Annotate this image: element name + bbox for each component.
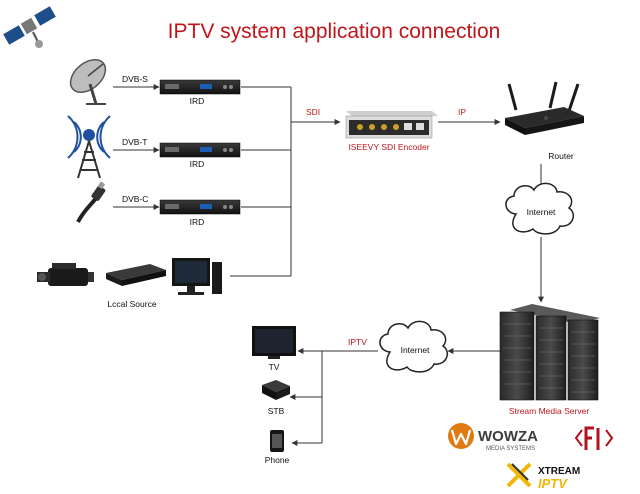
phone-icon xyxy=(270,430,284,452)
video-camera-icon xyxy=(37,263,94,286)
internet-cloud-lower xyxy=(379,320,449,373)
sdi-label: SDI xyxy=(306,107,320,117)
ird-unit-2 xyxy=(159,142,241,158)
phone-label: Phone xyxy=(265,455,290,465)
stream-media-server xyxy=(499,304,600,401)
encoder-label: ISEEVY SDI Encoder xyxy=(348,142,429,152)
sdi-encoder-device xyxy=(345,111,438,139)
ird-unit-1 xyxy=(159,79,241,95)
satellite-dish-icon xyxy=(69,58,107,105)
set-top-box-icon xyxy=(262,380,290,400)
computer-monitor-icon xyxy=(172,258,222,295)
sdi-bus xyxy=(230,86,341,277)
page-title: IPTV system application connection xyxy=(168,20,501,43)
ird-label-2: IRD xyxy=(190,159,205,169)
xtream-iptv-wordmark: IPTV xyxy=(538,476,568,491)
ird-unit-3 xyxy=(159,199,241,215)
tv-icon xyxy=(252,326,296,359)
ird-label-3: IRD xyxy=(190,217,205,227)
ip-label: IP xyxy=(458,107,466,117)
wowza-subtext: MEDIA SYSTEMS xyxy=(486,446,535,452)
dvd-player-icon xyxy=(106,264,166,286)
dvb-s-label: DVB-S xyxy=(122,74,148,84)
flussonic-logo xyxy=(574,426,614,450)
source-arrows xyxy=(113,84,160,210)
dvb-t-label: DVB-T xyxy=(122,137,148,147)
xtream-iptv-logo: XTREAM IPTV xyxy=(506,462,580,491)
ird-label-1: IRD xyxy=(190,96,205,106)
internet-cloud-upper xyxy=(505,182,575,235)
iptv-label: IPTV xyxy=(348,337,367,347)
internet-label-upper: Internet xyxy=(527,207,556,217)
cable-connector-icon xyxy=(76,181,106,223)
iptv-distribution-lines xyxy=(289,348,378,446)
stb-label: STB xyxy=(268,406,285,416)
wowza-logo: WOWZA MEDIA SYSTEMS xyxy=(448,423,538,452)
xtream-wordmark: XTREAM xyxy=(538,466,580,477)
satellite-icon xyxy=(3,6,56,48)
router-device xyxy=(505,81,584,135)
server-label: Stream Media Server xyxy=(509,406,589,416)
tv-label: TV xyxy=(269,362,280,372)
wowza-wordmark: WOWZA xyxy=(478,428,538,445)
router-label: Router xyxy=(548,151,574,161)
internet-label-lower: Internet xyxy=(401,345,430,355)
local-source-label: Lccal Source xyxy=(107,299,156,309)
dvb-c-label: DVB-C xyxy=(122,194,148,204)
antenna-tower-icon xyxy=(67,115,111,179)
